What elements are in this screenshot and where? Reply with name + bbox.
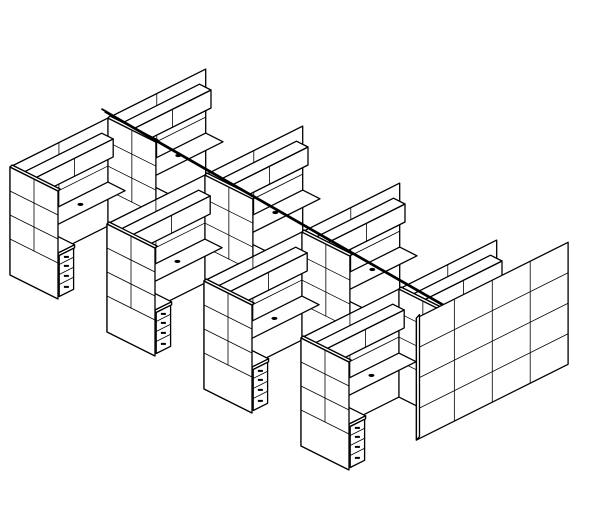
drawer-handle: [257, 369, 263, 372]
drawer-handle: [354, 435, 360, 438]
pedestal-drawer-line: [252, 380, 268, 389]
grommet: [174, 259, 181, 264]
pedestal-drawer-line: [58, 276, 74, 285]
pedestal-drawer-line: [349, 427, 365, 436]
spine-top-edge: [104, 111, 457, 314]
workstation: [9, 117, 126, 300]
drawer-handle: [63, 274, 69, 277]
pedestal-drawer-line: [252, 390, 268, 399]
pedestal: [58, 247, 75, 298]
pedestal-drawer-line: [252, 370, 268, 379]
end-panel-edge: [415, 313, 421, 441]
spine-top-edge: [101, 108, 454, 311]
drawer-handle: [63, 264, 69, 267]
grommet: [272, 210, 279, 215]
drawer-handle: [160, 321, 166, 324]
panel-cap: [9, 164, 61, 192]
workstation: [106, 174, 223, 357]
pedestal-drawer-line: [155, 333, 171, 342]
spine-wall: [101, 108, 457, 314]
panel-cap: [300, 335, 352, 363]
panel-cap: [106, 221, 158, 249]
drawer-handle: [63, 255, 69, 258]
pedestal-drawer-line: [349, 447, 365, 456]
pedestal: [349, 418, 366, 469]
drawer-handle: [160, 342, 166, 345]
drawer-handle: [257, 388, 263, 391]
drawer-handle: [354, 445, 360, 448]
workstation: [203, 231, 320, 414]
pedestal-drawer-line: [155, 313, 171, 322]
pedestal: [155, 304, 172, 355]
drawer-handle: [160, 312, 166, 315]
drawer-handle: [63, 285, 69, 288]
drawer-handle: [160, 331, 166, 334]
end-panel: [415, 241, 569, 441]
pedestal-drawer-line: [349, 437, 365, 446]
pedestal-drawer-line: [155, 323, 171, 332]
drawer-handle: [354, 456, 360, 459]
workstation: [300, 288, 417, 471]
drawer-handle: [257, 378, 263, 381]
grommet: [271, 316, 278, 321]
panel-cap: [203, 278, 255, 306]
workstation: [204, 125, 321, 308]
grommet: [369, 267, 376, 272]
grommet: [77, 202, 84, 207]
pedestal-drawer-line: [58, 266, 74, 275]
drawer-handle: [257, 399, 263, 402]
grommet: [368, 373, 375, 378]
pedestal: [252, 361, 269, 412]
pedestal-drawer-line: [58, 256, 74, 265]
drawer-handle: [354, 426, 360, 429]
